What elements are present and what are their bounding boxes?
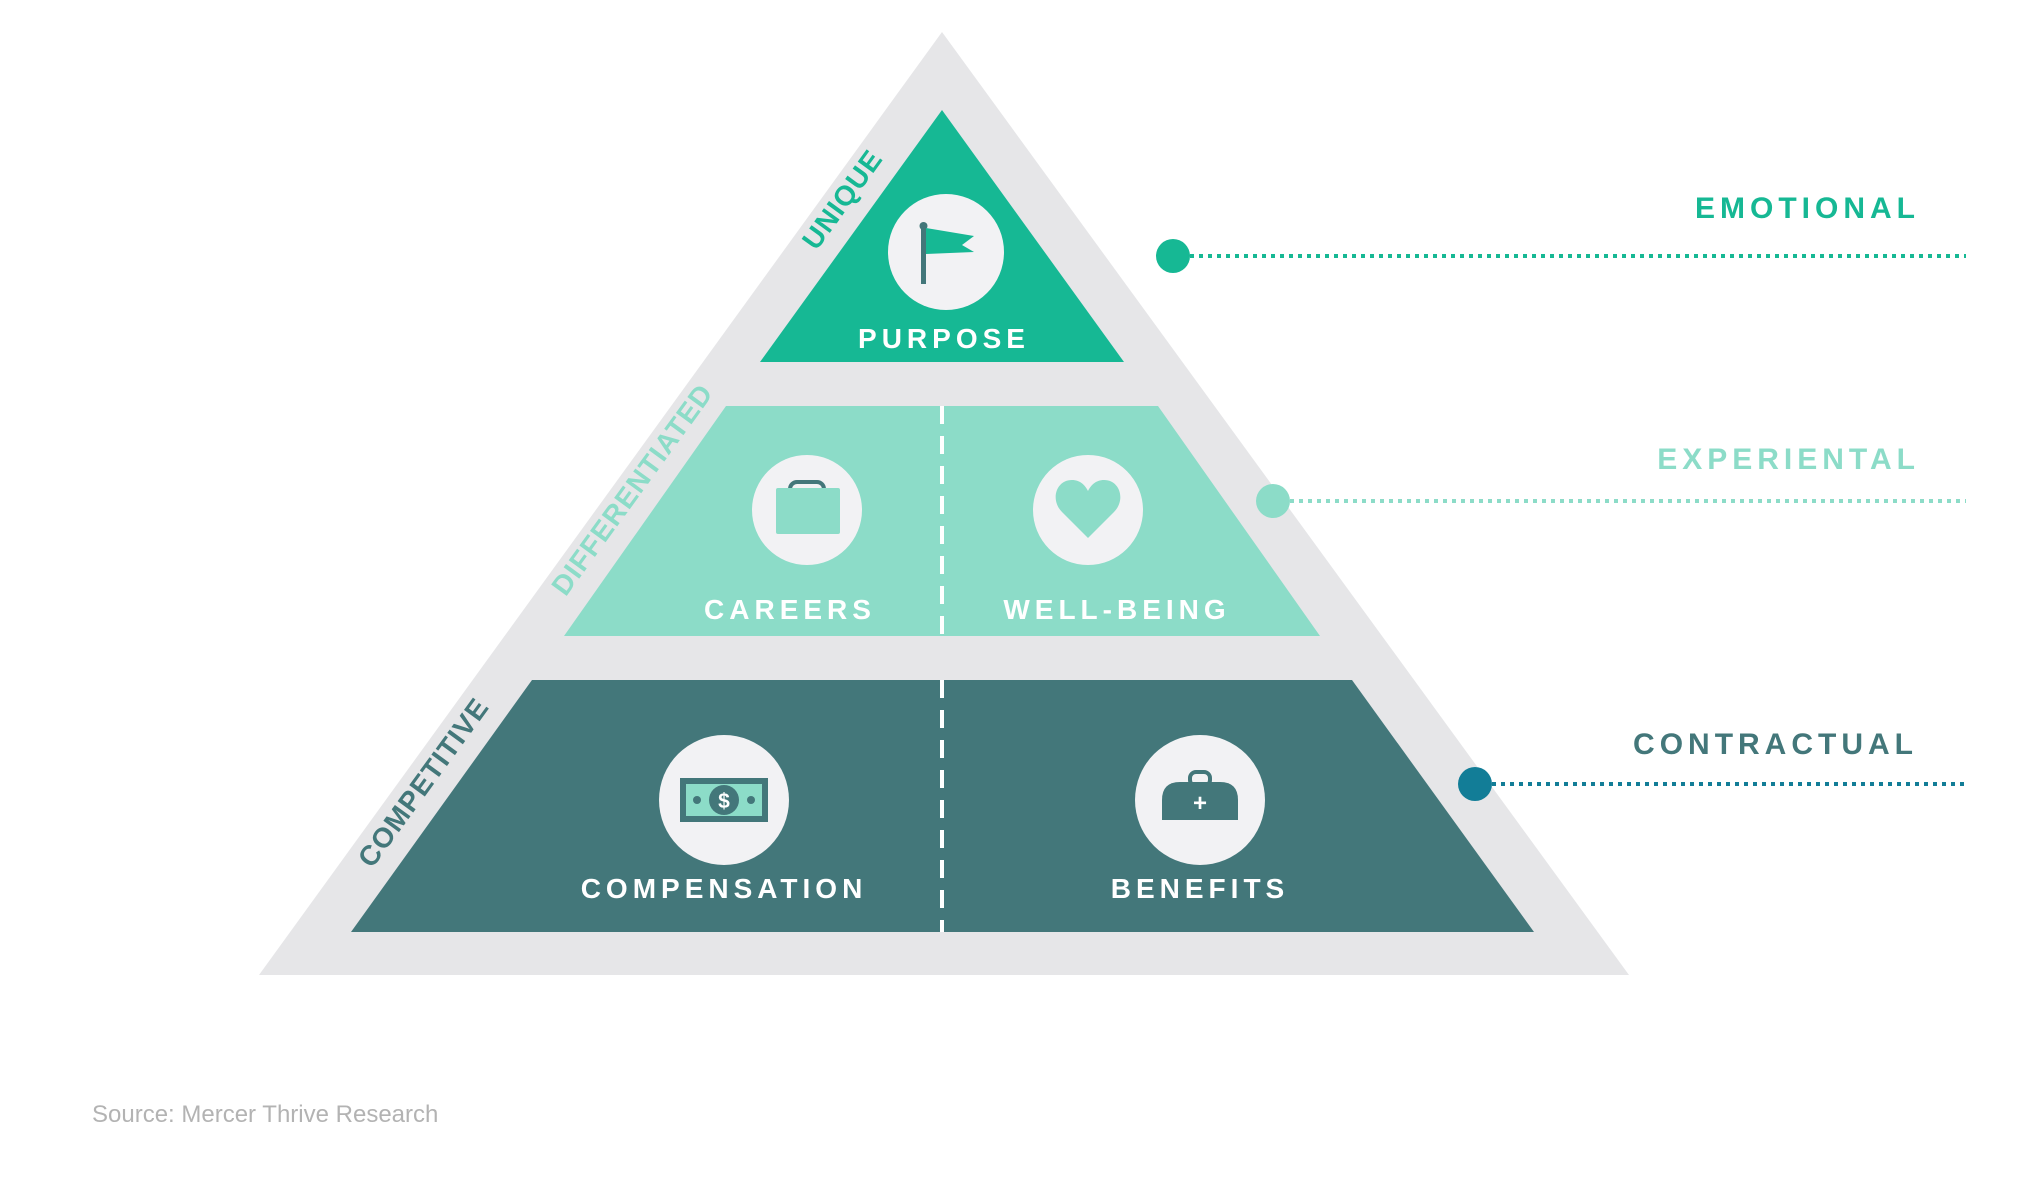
plus-glyph: + (1193, 790, 1207, 817)
legend-contractual: CONTRACTUAL (1458, 728, 1966, 801)
legend-experiential-dot (1256, 484, 1290, 518)
dollar-glyph: $ (718, 790, 730, 813)
source-note: Source: Mercer Thrive Research (92, 1101, 438, 1128)
careers-item: CAREERS (704, 455, 876, 625)
legend-experiential-label: EXPERIENTAL (1657, 443, 1920, 476)
briefcase-icon (776, 480, 840, 534)
legend-emotional-label: EMOTIONAL (1695, 192, 1920, 225)
purpose-label: PURPOSE (858, 323, 1030, 354)
legend-emotional: EMOTIONAL (1156, 192, 1966, 273)
flag-icon (919, 222, 974, 284)
legend-contractual-dot (1458, 767, 1492, 801)
money-bill-icon: $ (680, 778, 768, 822)
benefits-label: BENEFITS (1111, 873, 1289, 904)
wellbeing-label: WELL-BEING (1003, 594, 1230, 625)
wellbeing-item: WELL-BEING (1003, 455, 1230, 625)
purpose-item: PURPOSE (858, 194, 1030, 354)
tier-experiential (564, 406, 1320, 636)
careers-label: CAREERS (704, 594, 876, 625)
legend-contractual-label: CONTRACTUAL (1633, 728, 1918, 761)
legend-experiential: EXPERIENTAL (1256, 443, 1966, 518)
compensation-item: $ COMPENSATION (581, 735, 868, 904)
medical-bag-icon: + (1162, 770, 1238, 820)
heart-icon (1055, 480, 1121, 538)
compensation-label: COMPENSATION (581, 873, 868, 904)
benefits-item: + BENEFITS (1111, 735, 1289, 904)
legend-emotional-dot (1156, 239, 1190, 273)
